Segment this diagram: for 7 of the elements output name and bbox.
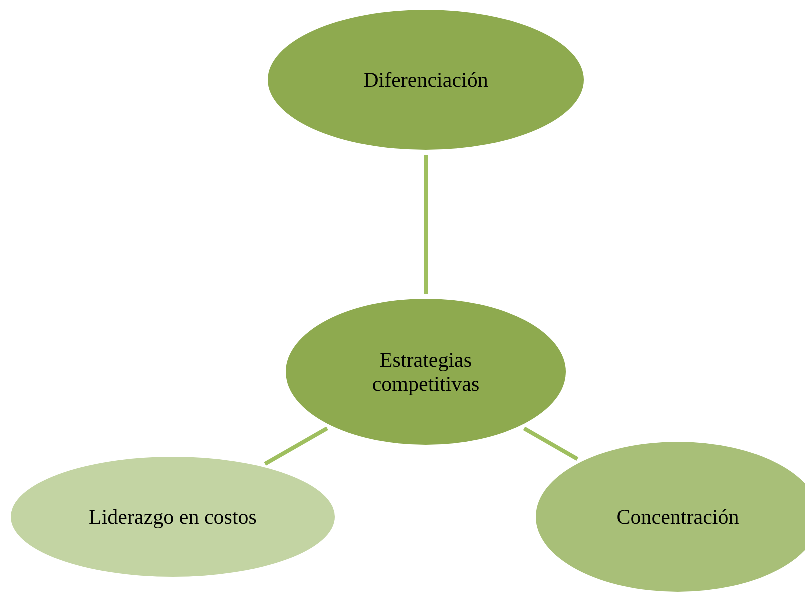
node-label: Liderazgo en costos	[89, 504, 257, 530]
node-label: Diferenciación	[364, 68, 488, 92]
node-label: Concentración	[616, 504, 740, 530]
connector-line	[424, 155, 428, 294]
node-label: Estrategias competitivas	[371, 348, 481, 396]
connector-line	[523, 426, 579, 461]
connector-line	[264, 426, 328, 466]
